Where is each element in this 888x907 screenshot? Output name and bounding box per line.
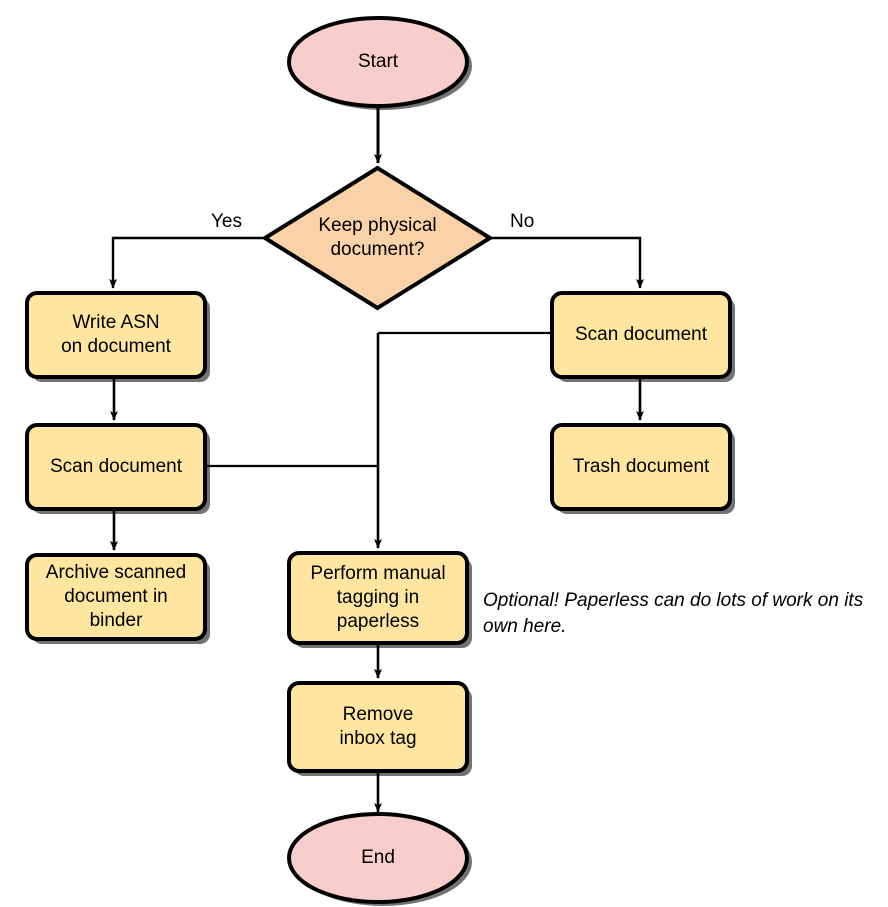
node-trash-document-shape[interactable] (550, 423, 732, 511)
optional-note-text: Optional! Paperless can do lots of work … (483, 590, 864, 637)
node-archive-binder-shape[interactable] (25, 553, 207, 641)
edge-decision-to-scan-right (490, 236, 644, 289)
node-start-shape[interactable] (287, 16, 469, 108)
node-end-shape[interactable] (287, 812, 469, 904)
edge-label-yes: Yes (211, 211, 242, 232)
node-remove-inbox-tag-shape[interactable] (287, 681, 469, 773)
node-keep-physical-shape[interactable] (261, 165, 494, 311)
node-shapes (25, 16, 732, 904)
node-scan-document-right-shape[interactable] (550, 291, 732, 379)
node-manual-tagging-shape[interactable] (287, 551, 469, 645)
edge-label-no: No (510, 211, 535, 232)
edge-decision-to-write-asn (109, 236, 265, 289)
node-scan-document-left-shape[interactable] (25, 423, 207, 511)
node-write-asn-shape[interactable] (25, 291, 207, 379)
connectors (109, 106, 644, 813)
